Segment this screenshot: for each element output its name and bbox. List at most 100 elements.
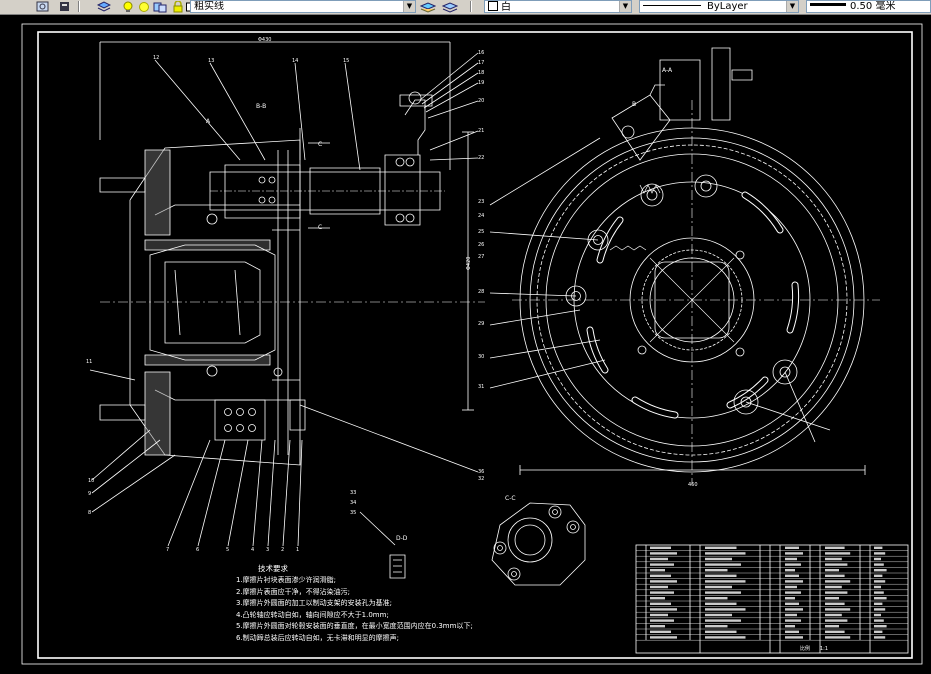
parts-list-cell-text [785,546,799,549]
balloon-16: 16 [478,50,484,56]
balloon-34: 34 [350,500,356,506]
parts-list-cell-text [650,636,677,639]
balloon-24: 24 [478,213,484,219]
balloon-12: 12 [153,55,159,61]
balloon-15: 15 [343,58,349,64]
bearing-bottom [214,399,306,441]
parts-list-cell-text [785,597,795,600]
parts-list-cell-text [825,569,839,572]
balloon-9: 9 [88,491,91,497]
chevron-down-icon[interactable]: ▼ [403,1,415,12]
parts-list-cell-text [705,613,732,617]
balloon-25: 25 [478,229,484,235]
balloon-11: 11 [86,359,92,365]
layers-stack-icon[interactable] [96,0,112,13]
parts-list-cell-text [874,580,886,583]
balloon-4: 4 [251,547,254,553]
parts-list-cell-text [785,585,797,589]
parts-list-cell-text [825,625,839,628]
balloon-28: 28 [478,289,484,295]
section-marker-a: A [206,118,211,125]
balloon-21: 21 [478,128,484,134]
parts-list-cell-text [650,625,665,628]
balloon-36: 36 [478,469,484,475]
parts-list-cell-text [705,619,741,622]
chevron-down-icon[interactable]: ▼ [619,1,631,12]
tech-note: 4.凸轮轴应转动自如，轴向间隙应不大于1.0mm; [236,610,389,619]
parts-list-cell-text [705,630,737,633]
dimension-right: Φ420 [466,257,472,270]
drum-slots [586,191,800,419]
layer-match-icon[interactable] [442,0,458,13]
balloon-1: 1 [296,547,299,553]
layer-dropdown[interactable]: 粗实线 ▼ [190,0,416,13]
balloon-30: 30 [478,354,484,360]
parts-list-cell-text [785,574,799,577]
parts-list-cell-text [874,625,887,628]
parts-list-cell-text [874,602,883,605]
parts-list-cell-text [785,636,803,639]
parts-list-cell-text [650,619,674,622]
drawing-canvas[interactable]: C C B-B A 12 13 14 15 16 [0,15,931,670]
lineweight-dropdown[interactable]: 0.50 毫米 [806,0,931,13]
parts-list-cell-text [705,569,728,572]
parts-list-cell-text [825,613,842,617]
lineweight-sample [810,3,846,6]
sun-icon[interactable] [136,0,152,13]
parts-list-cell-text [825,585,842,589]
parts-list-cell-text [874,574,883,577]
freeze-viewport-icon[interactable] [152,0,168,13]
section-view-cc: C-C [491,495,586,586]
tech-notes-list: 1.摩擦片衬块表面渗少许润滑脂; 2.摩擦片表面应干净，不得沾染油污; 3.摩擦… [236,575,473,644]
parts-list-cell-text [705,563,741,566]
parts-list-cell-text [874,613,881,617]
parts-list-cell-text [785,608,803,611]
section-view-aa: A-A B [489,47,880,485]
dimension-top: Φ430 [258,37,271,43]
tech-notes-title: 技术要求 [258,564,288,573]
parts-list-cell-text [650,546,671,549]
tech-note: 1.摩擦片衬块表面渗少许润滑脂; [236,576,337,584]
parts-list-cell-text [825,552,851,555]
lock-icon[interactable] [170,0,186,13]
tech-note: 5.摩擦片外圆面对轮毂安装面的垂直度，在最小宽度范围内应在0.3mm以下; [236,622,473,630]
parts-list-cell-text [785,580,803,583]
inner-frame [37,31,913,659]
balloon-19: 19 [478,80,484,86]
linetype-dropdown[interactable]: ByLayer ▼ [639,0,799,13]
parts-list-cell-text [874,591,884,594]
dimension-width: 460 [688,482,698,488]
parts-list-cell-text [874,563,884,566]
parts-list-cell-text [650,552,677,555]
tech-note: 3.摩擦片外圆面的加工以制动支架的安装孔为基准; [236,599,393,607]
parts-list-cell-text [825,602,845,605]
parts-list-cell-text [825,591,848,594]
parts-list-cell-text [825,574,845,577]
parts-list-cell-text [825,580,851,583]
parts-list-cell-text [705,625,728,628]
parts-list-cell-text [825,630,845,633]
parts-list-cell-text [705,636,746,639]
parts-list-cell-text [825,619,848,622]
balloon-26: 26 [478,242,484,248]
linetype-value: ByLayer [707,1,748,12]
section-label-aa: A-A [662,67,673,74]
balloon-33: 33 [350,490,356,496]
parts-list-cell-text [705,602,737,605]
toolbar-separator [470,1,472,12]
layer-state-icon[interactable] [56,0,72,13]
lightbulb-icon[interactable] [120,0,136,13]
layer-properties-icon[interactable] [34,0,50,13]
parts-list-cell-text [874,552,886,555]
chevron-down-icon[interactable]: ▼ [786,1,798,12]
balloon-14: 14 [292,58,298,64]
parts-list-cell-text [874,630,883,633]
layer-previous-icon[interactable] [420,0,436,13]
parts-list-cell-text [785,625,795,628]
parts-list-cell-text [825,546,845,549]
color-dropdown[interactable]: 白 ▼ [484,0,632,13]
parts-list-cell-text [650,563,674,566]
balloon-8: 8 [88,510,91,516]
title-block-scale: 1:1 [820,646,828,652]
parts-list-cell-text [874,569,887,572]
